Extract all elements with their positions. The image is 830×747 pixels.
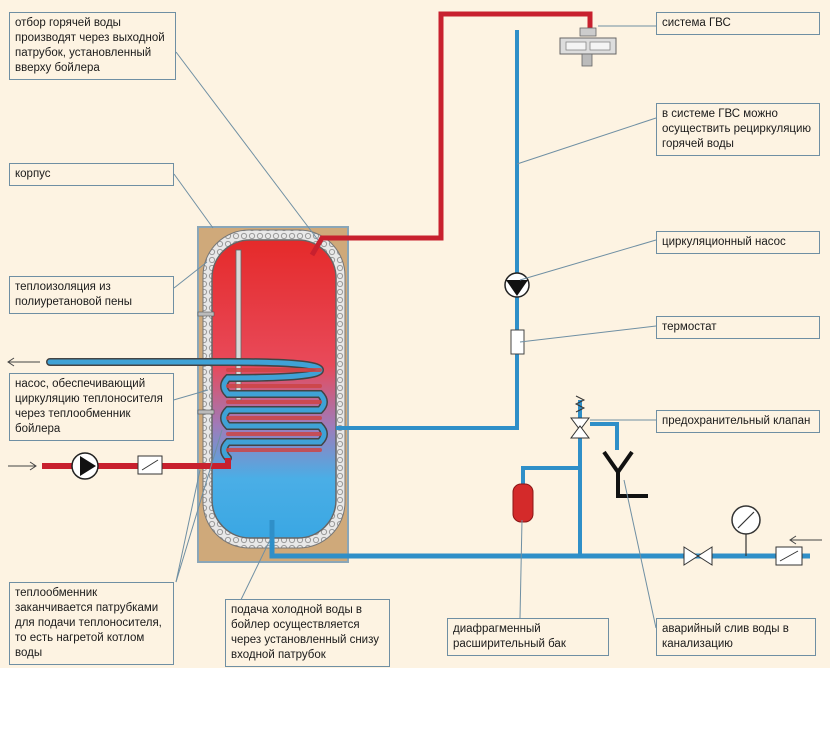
heating-supply-pipe (42, 458, 231, 469)
pressure-gauge-icon (731, 505, 761, 556)
drain-funnel-icon (602, 450, 648, 498)
check-valve-icon (775, 546, 803, 566)
flow-arrow-left (7, 357, 40, 367)
hot-water-pipe (309, 11, 593, 257)
diagram-graphics (7, 11, 822, 629)
label-safety-valve: предохранительный клапан (656, 410, 820, 433)
safety-valve-icon (570, 395, 590, 439)
expansion-tank-icon (512, 483, 534, 523)
label-thermostat: термостат (656, 316, 820, 339)
label-drain: аварийный слив воды в канализацию (656, 618, 816, 656)
heat-exchanger-coil (46, 358, 328, 462)
label-hot-outlet: отбор горячей воды производят через выхо… (9, 12, 176, 80)
sensor-lower (197, 409, 215, 415)
gate-valve-icon (683, 546, 713, 566)
cold-water-pipe (269, 520, 810, 559)
label-body: корпус (9, 163, 174, 186)
expansion-branch-pipe (521, 466, 580, 485)
circulation-pump-icon (504, 272, 530, 298)
tank-interior (211, 239, 337, 539)
sink-icon (559, 27, 617, 67)
heating-check-valve-icon (137, 455, 163, 475)
label-dhw: система ГВС (656, 12, 820, 35)
label-circ-pump: циркуляционный насос (656, 231, 820, 254)
label-cold-inlet: подача холодной воды в бойлер осуществля… (225, 599, 390, 667)
sensor-upper (197, 311, 215, 317)
label-recirc: в системе ГВС можно осуществить рециркул… (656, 103, 820, 156)
label-exp-tank: диафрагменный расширительный бак (447, 618, 609, 656)
flow-arrow-right (8, 461, 37, 471)
flow-arrow-cold (789, 535, 822, 545)
label-insulation: теплоизоляция из полиуретановой пены (9, 276, 174, 314)
label-pump: насос, обеспечивающий циркуляцию теплоно… (9, 373, 174, 441)
recirculation-pipe (336, 30, 519, 430)
label-exchanger-ends: теплообменник заканчивается патрубками д… (9, 582, 174, 665)
heating-pump-icon (71, 452, 99, 480)
